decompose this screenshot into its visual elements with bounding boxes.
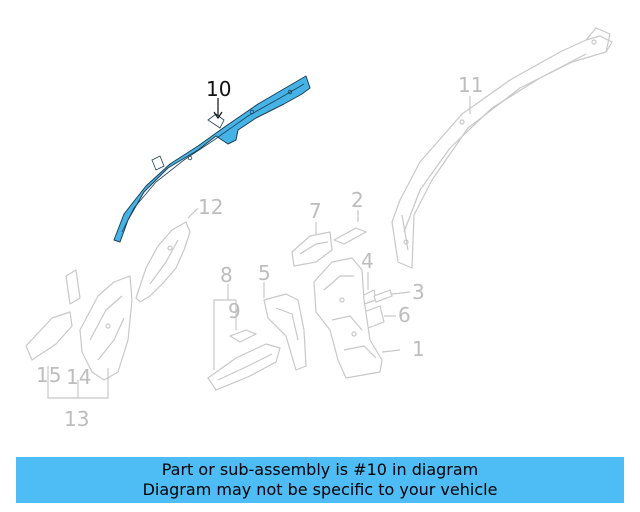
callout-9: 9	[228, 299, 241, 323]
part-11-roof-rail	[391, 27, 613, 269]
part-12-pillar-panel	[135, 221, 191, 303]
part-10-roof-side-rail	[113, 75, 311, 243]
part-14-bracket	[65, 269, 81, 305]
info-banner: Part or sub-assembly is #10 in diagram D…	[16, 457, 624, 503]
callout-13: 13	[64, 407, 89, 431]
part-7-bracket	[291, 231, 333, 267]
part-13-lower-assembly	[79, 275, 133, 381]
callout-7: 7	[309, 199, 322, 223]
callout-6: 6	[398, 303, 411, 327]
part-9-small-bracket	[229, 329, 257, 343]
callout-8: 8	[220, 263, 233, 287]
callout-leaders	[47, 96, 471, 399]
banner-line-2: Diagram may not be specific to your vehi…	[142, 480, 498, 499]
callout-15: 15	[36, 363, 61, 387]
part-1-hinge-pillar	[313, 257, 383, 379]
callout-11: 11	[458, 73, 483, 97]
callout-4: 4	[361, 249, 374, 273]
callout-5: 5	[258, 261, 271, 285]
part-5-reinforcement	[263, 293, 307, 371]
callout-10: 10	[206, 77, 231, 101]
part-8-lower-rail	[207, 343, 281, 391]
parts-diagram: 10 11 12 7 2 4 3 6 1 5 8 9 15 14 13	[25, 27, 613, 431]
banner-line-1: Part or sub-assembly is #10 in diagram	[161, 460, 479, 479]
callout-12: 12	[198, 195, 223, 219]
part-2-plate	[333, 227, 367, 245]
part-3-fastener	[373, 289, 393, 303]
callout-14: 14	[66, 365, 91, 389]
callout-1: 1	[412, 337, 425, 361]
part-15-panel	[25, 311, 73, 361]
callout-numbers: 10 11 12 7 2 4 3 6 1 5 8 9 15 14 13	[36, 73, 483, 431]
callout-2: 2	[351, 188, 364, 212]
callout-3: 3	[412, 280, 425, 304]
